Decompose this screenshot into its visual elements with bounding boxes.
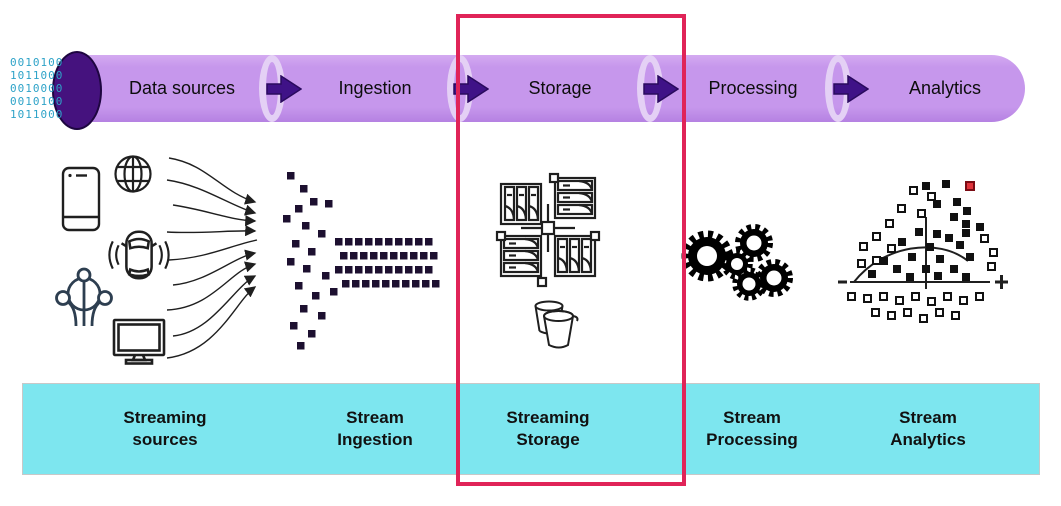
scatter-plot-icon [838,180,1008,323]
pipe-end-cap [52,51,102,130]
stage-arrow-icon [643,75,679,103]
stage-label-analytics: Analytics [908,78,982,98]
binary-row: 1011000 [10,108,64,121]
buckets-icon [534,300,579,349]
gear [721,248,753,280]
binary-row: 0010000 [10,82,64,95]
stage-arrow-icon [266,75,302,103]
stage-name-band [22,383,1040,475]
stage-label-processing: Processing [708,78,798,98]
stage-arrow-icon [833,75,869,103]
stage-label-ingestion: Ingestion [338,78,412,98]
band-label-streaming-storage: Streaming Storage [506,407,590,449]
band-label-stream-ingestion: Stream Ingestion [337,407,413,449]
storage-racks-icon [495,172,601,288]
stage-label-storage: Storage [528,78,592,98]
iot-network-icon [55,267,113,327]
binary-stream-text: 0010100 1011000 0010000 0010100 1011000 [10,56,63,121]
flow-arrows [166,157,258,359]
gears-icon [681,224,793,301]
binary-row: 1011000 [10,69,64,82]
binary-row: 0010100 [10,56,64,69]
connected-car-icon [108,230,170,280]
monitor-icon [112,318,166,365]
smartphone-icon [61,166,101,232]
band-label-stream-analytics: Stream Analytics [890,407,966,449]
gear [735,224,773,262]
gear [755,259,793,297]
storage-highlight-box [456,14,686,486]
globe-icon [114,155,152,193]
ingestion-dots-icon [283,172,440,350]
band-label-streaming-sources: Streaming sources [123,407,207,449]
band-label-stream-processing: Stream Processing [706,407,798,449]
stage-label-data-sources: Data sources [128,78,236,98]
highlighted-data-point [965,181,975,191]
gear [681,230,733,282]
binary-row: 0010100 [10,95,64,108]
